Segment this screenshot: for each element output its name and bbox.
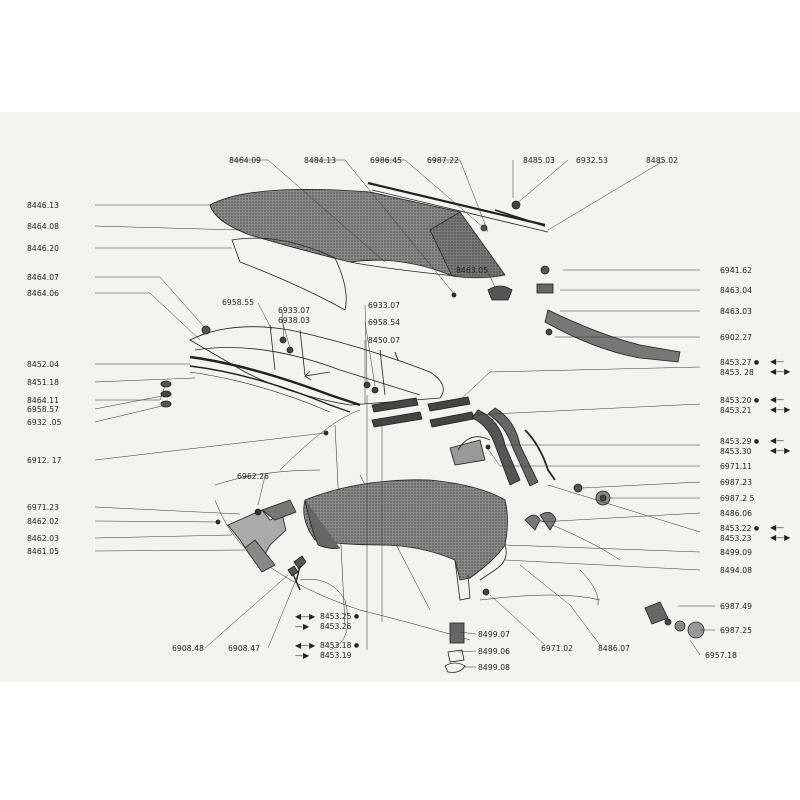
- part-label-6933-07-right: 6933.07: [368, 301, 401, 310]
- arrow-both-icon: ◀—▶: [770, 533, 791, 542]
- part-label-8453-26: 8453.26: [320, 622, 352, 631]
- left-hand-dot: ●: [753, 397, 760, 404]
- part-label-6958-55: 6958.55: [222, 298, 255, 307]
- part-label-6932-05: 6932 .05: [27, 418, 62, 427]
- part-label-6971-11: 6971.11: [720, 462, 753, 471]
- roof-panel: [209, 188, 461, 276]
- part-label-8453-22: 8453.22: [720, 524, 752, 533]
- part-label-8485-03: 8485.03: [523, 156, 556, 165]
- part-label-8453-30: 8453.30: [720, 447, 752, 456]
- arrow-both-icon: ◀—▶: [770, 367, 791, 376]
- arrow-left-icon: ◀—: [770, 395, 785, 404]
- arrow-both-icon: ◀—▶: [770, 446, 791, 455]
- part-label-8450-07: 8450.07: [368, 336, 401, 345]
- part-label-8453-27: 8453.27: [720, 358, 752, 367]
- arrow-left-icon: ◀—: [770, 357, 785, 366]
- part-label-8452-04: 8452.04: [27, 360, 60, 369]
- part-label-8464-11: 8464.11: [27, 396, 60, 405]
- arrow-left-icon: ◀—▶: [295, 641, 316, 650]
- part-label-8463-04: 8463.04: [720, 286, 753, 295]
- part-label-6932-53: 6932.53: [576, 156, 609, 165]
- part-label-8462-03: 8462.03: [27, 534, 60, 543]
- arrow-right-icon: —▶: [295, 651, 310, 660]
- part-pair-8453-20-21: 8453.20 ● 8453.21: [720, 396, 759, 416]
- left-hand-dot: ●: [753, 359, 760, 366]
- part-label-6987-25-bottom: 6987.25: [720, 626, 753, 635]
- folded-top-cover: [303, 479, 508, 581]
- part-label-8499-08: 8499.08: [478, 663, 511, 672]
- part-label-6933-07-left: 6933.07: [278, 306, 311, 315]
- part-label-6908-48: 6908.48: [172, 644, 205, 653]
- part-label-6962-26: 6962.26: [237, 472, 270, 481]
- part-label-8453-23: 8453.23: [720, 534, 752, 543]
- part-label-6912-17: 6912. 17: [27, 456, 62, 465]
- part-label-8453-28: 8453. 28: [720, 368, 754, 377]
- part-label-8453-25: 8453.25: [320, 612, 352, 621]
- part-label-8461-05: 8461.05: [27, 547, 60, 556]
- part-label-6957-18: 6957.18: [705, 651, 738, 660]
- part-pair-8453-29-30: 8453.29 ● 8453.30: [720, 437, 759, 457]
- part-label-6987-25-right: 6987.2 5: [720, 494, 755, 503]
- left-hand-dot: ●: [353, 613, 360, 620]
- left-hand-dot: ●: [753, 438, 760, 445]
- part-label-6941-62: 6941.62: [720, 266, 753, 275]
- part-label-6987-23: 6987.23: [720, 478, 753, 487]
- part-label-6971-02: 6971.02: [541, 644, 574, 653]
- part-label-8453-19: 8453.19: [320, 651, 352, 660]
- part-label-6987-49: 6987.49: [720, 602, 753, 611]
- part-label-8485-02: 8485.02: [646, 156, 679, 165]
- rear-window: [231, 237, 347, 311]
- part-label-8462-02: 8462.02: [27, 517, 60, 526]
- part-label-8453-18: 8453.18: [320, 641, 352, 650]
- arrow-left-icon: ◀—: [770, 436, 785, 445]
- part-label-6958-57: 6958.57: [27, 405, 60, 414]
- part-label-8446-20: 8446.20: [27, 244, 60, 253]
- part-label-6908-47: 6908.47: [228, 644, 261, 653]
- part-label-8499-06: 8499.06: [478, 647, 511, 656]
- part-label-6958-54: 6958.54: [368, 318, 401, 327]
- part-label-8463-05: 8463.05: [456, 266, 489, 275]
- part-pair-8453-25-26: 8453.25 ● 8453.26: [320, 612, 359, 632]
- part-label-6938-03: 6938.03: [278, 316, 311, 325]
- part-label-8486-06: 8486.06: [720, 509, 753, 518]
- part-label-8463-03: 8463.03: [720, 307, 753, 316]
- part-label-8499-09: 8499.09: [720, 548, 753, 557]
- left-hand-dot: ●: [753, 525, 760, 532]
- part-label-8464-06: 8464.06: [27, 289, 60, 298]
- part-label-8453-20: 8453.20: [720, 396, 752, 405]
- part-label-6986-45: 6986.45: [370, 156, 403, 165]
- arrow-left-icon: ◀—: [770, 523, 785, 532]
- part-label-8499-07: 8499.07: [478, 630, 511, 639]
- part-label-8464-08: 8464.08: [27, 222, 60, 231]
- part-label-8484-13: 8484.13: [304, 156, 337, 165]
- part-label-6902-27: 6902.27: [720, 333, 753, 342]
- part-label-6971-23: 6971.23: [27, 503, 60, 512]
- part-label-8451-18: 8451.18: [27, 378, 60, 387]
- part-label-8486-07: 8486.07: [598, 644, 631, 653]
- part-label-8453-29: 8453.29: [720, 437, 752, 446]
- part-label-8464-07: 8464.07: [27, 273, 60, 282]
- left-hand-dot: ●: [353, 642, 360, 649]
- arrow-right-icon: —▶: [295, 622, 310, 631]
- part-label-8446-13: 8446.13: [27, 201, 60, 210]
- part-label-8464-09: 8464.09: [229, 156, 262, 165]
- part-pair-8453-27-28: 8453.27 ● 8453. 28: [720, 358, 759, 378]
- part-label-8453-21: 8453.21: [720, 406, 752, 415]
- part-label-6987-22: 6987.22: [427, 156, 460, 165]
- part-pair-8453-22-23: 8453.22 ● 8453.23: [720, 524, 759, 544]
- arrow-left-icon: ◀—▶: [295, 612, 316, 621]
- part-label-8494-08: 8494.08: [720, 566, 753, 575]
- arrow-both-icon: ◀—▶: [770, 405, 791, 414]
- part-pair-8453-18-19: 8453.18 ● 8453.19: [320, 641, 359, 661]
